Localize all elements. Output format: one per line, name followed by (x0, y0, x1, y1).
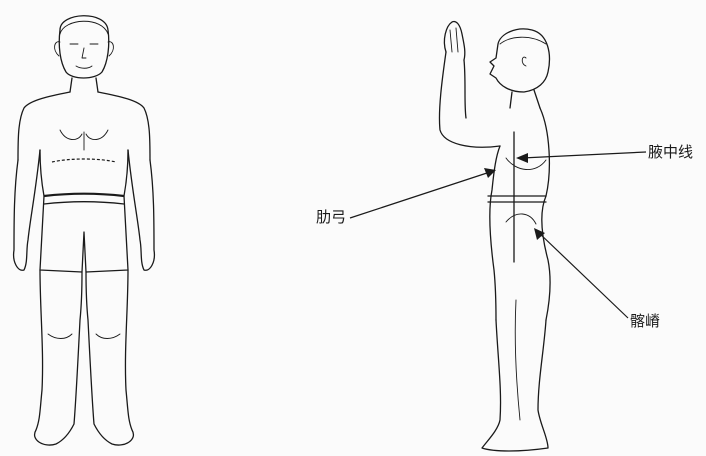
side-view-figure (439, 22, 550, 452)
side-raised-arm (439, 52, 500, 147)
front-right-leg (86, 270, 133, 445)
label-axillary-midline: 腋中线 (648, 145, 693, 160)
leader-axillary-line (516, 152, 646, 163)
label-iliac-crest: 髂嵴 (630, 314, 660, 329)
front-left-arm (14, 150, 40, 270)
front-shorts (40, 196, 128, 272)
front-waistband (44, 194, 124, 196)
side-raised-hand (444, 22, 464, 61)
front-left-leg (35, 270, 82, 445)
front-waist-dashed (52, 159, 116, 162)
leader-costal-arch (350, 168, 496, 218)
front-right-arm (128, 150, 154, 270)
label-costal-arch: 肋弓 (316, 210, 346, 225)
side-head (490, 29, 549, 92)
front-view-figure (14, 16, 155, 445)
side-waistband (488, 196, 546, 202)
